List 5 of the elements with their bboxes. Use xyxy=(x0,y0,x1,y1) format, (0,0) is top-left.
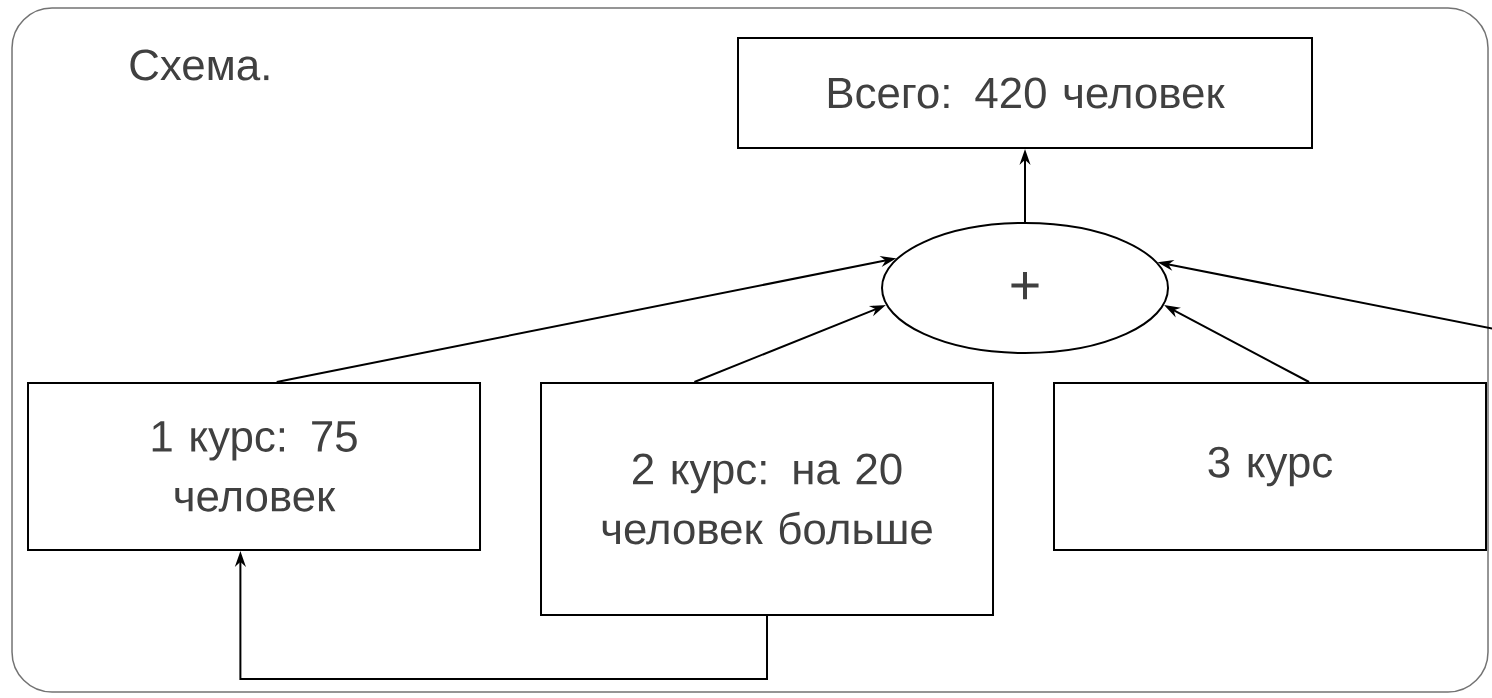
text-box: 2 курс: на 20 человек больше xyxy=(540,382,994,616)
text-box: 1 курс: 75 человек xyxy=(27,382,481,551)
text-box: Всего: 420 человек xyxy=(737,37,1313,149)
caption-text: Схема. xyxy=(130,49,269,81)
text-box: 3 курс xyxy=(1053,382,1487,551)
